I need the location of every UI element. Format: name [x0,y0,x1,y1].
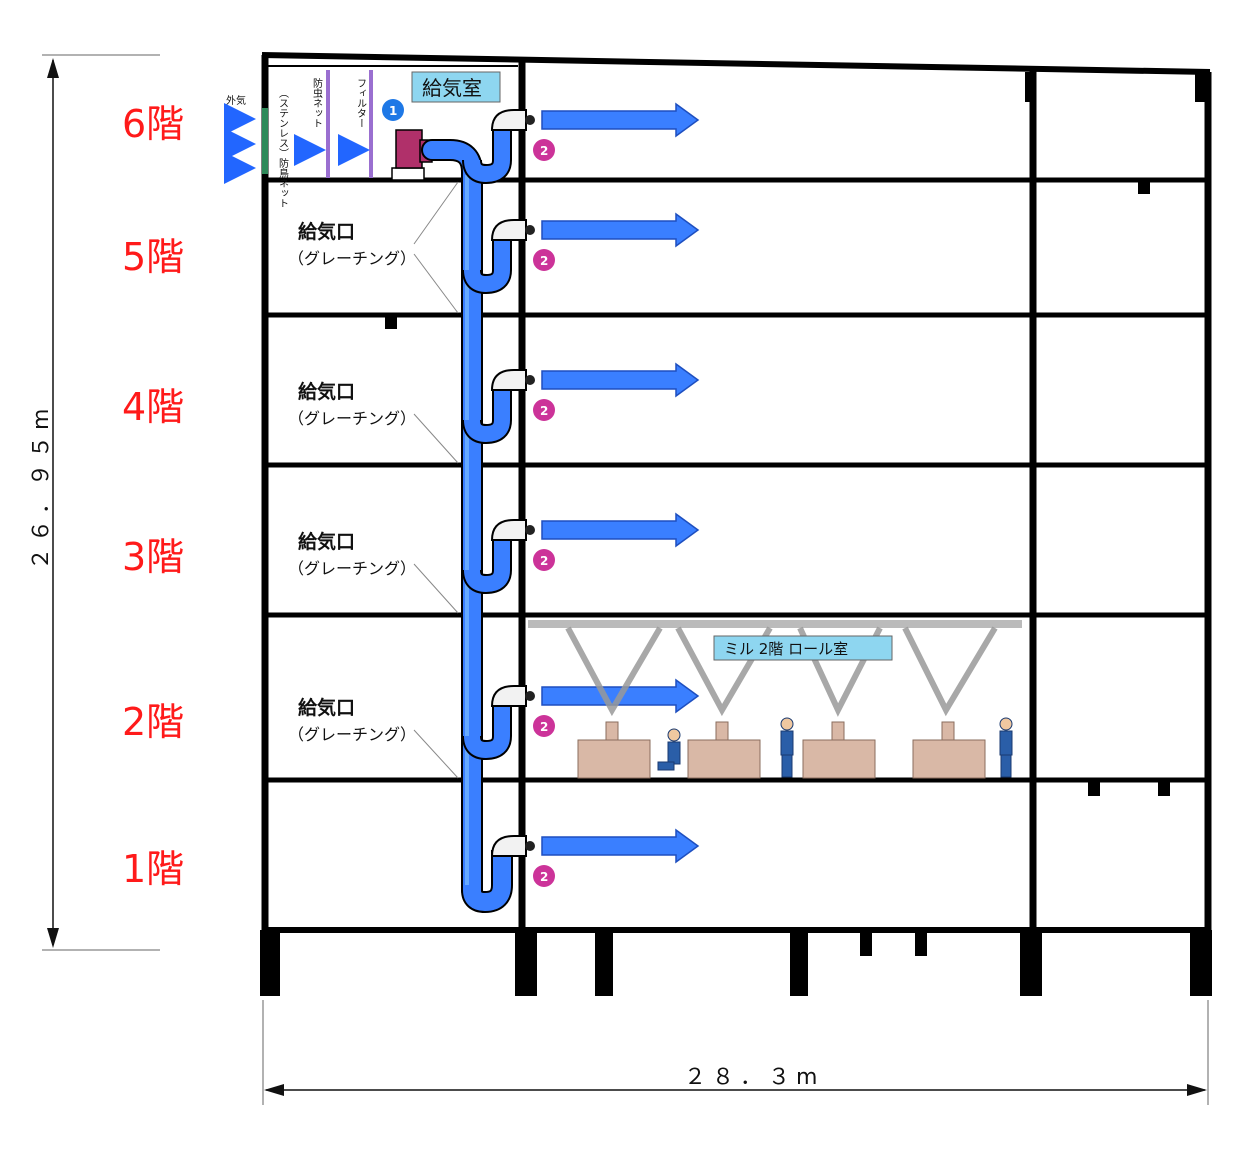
inlet-label-3: 給気口 [298,530,355,553]
inlet-label-1: 給気口 [298,220,355,243]
outlet-badge-number: 2 [540,404,548,418]
airflow-arrow [541,102,700,138]
outlet-badge-number: 2 [540,554,548,568]
inlet-labels: 給気口 （グレーチング） 給気口 （グレーチング） 給気口 （グレーチング） 給気口 （グレー… [288,181,459,779]
roll-room: ミル 2階 ロール室 [528,620,1022,779]
outlet-badge [533,865,555,887]
outlet-badge-number: 2 [540,254,548,268]
inlet-sublabel-1: （グレーチング） [288,249,416,268]
filter-label: フィルター [355,78,367,128]
outlet-grille [490,835,527,857]
outlet-grille [490,369,527,391]
outlet-nozzle [525,115,535,125]
floor-label-4: 4階 [122,385,184,429]
stainless-net-label: （ステンレス）防鳥ネット [277,88,289,208]
branch-duct-fill [464,128,510,183]
outlet-badge-number: 2 [540,870,548,884]
floor-label-1: 1階 [122,847,184,891]
airflow-arrow [541,362,700,398]
roll-room-label: ミル 2階 ロール室 [724,640,848,658]
leader-line-up [413,181,459,245]
branch-duct-fill [464,238,510,293]
leader-line [413,253,459,314]
height-dimension-text: ２６．９５m [29,403,54,570]
supply-duct [421,139,513,914]
airflow-arrow [541,212,700,248]
outlet-badge [533,549,555,571]
branch-duct-fill [464,388,510,443]
foundation-piers [260,72,1212,996]
airflow-arrow [541,828,700,864]
outlet-badge [533,399,555,421]
outlet-grille [490,219,527,241]
outlet-badge [533,249,555,271]
outlet-badge [533,139,555,161]
branch-duct-fill [464,704,510,759]
insect-net-label: 防虫ネット [311,77,323,128]
floor-label-5: 5階 [122,235,184,279]
workers [657,717,1013,778]
fan-badge-number: 1 [389,104,397,118]
outlet-grille [490,109,527,131]
inlet-label-4: 給気口 [298,696,355,719]
floor-label-6: 6階 [122,102,184,146]
leader-line [413,729,459,779]
inlet-sublabel-4: （グレーチング） [288,725,416,744]
fan-badge [382,99,404,121]
outlet-badge [533,715,555,737]
leader-line [413,413,459,464]
outlet-nozzle [525,691,535,701]
branch-duct-fill [464,538,510,593]
outlet-badge-number: 2 [540,720,548,734]
intake-area: 外気 （ステンレス）防鳥ネット 防虫ネット フィルター [224,70,373,208]
building-structure [261,52,1212,995]
inlet-sublabel-2: （グレーチング） [288,409,416,428]
outlet-nozzle [525,841,535,851]
width-dimension-text: ２８．３m [684,1065,823,1090]
inlet-label-2: 給気口 [298,380,355,403]
floor-labels: 6階 5階 4階 3階 2階 1階 [122,102,184,891]
outlet-badge-number: 2 [540,144,548,158]
floor-label-2: 2階 [122,700,184,744]
height-dimension: ２６．９５m [29,54,160,951]
outside-air-label: 外気 [226,94,246,107]
outlets: 2 2 2 2 2 2 [462,102,700,887]
leader-line [413,563,459,614]
outlet-grille [490,519,527,541]
outlet-nozzle [525,225,535,235]
supply-fan: 1 [382,99,433,181]
supply-room-label: 給気室 [422,76,482,100]
outlet-grille [490,685,527,707]
outlet-nozzle [525,375,535,385]
outlet-nozzle [525,525,535,535]
airflow-arrow [541,512,700,548]
inlet-sublabel-3: （グレーチング） [288,559,416,578]
width-dimension: ２８．３m [262,1000,1209,1105]
supply-room-label-box: 給気室 [411,71,501,103]
floor-label-3: 3階 [122,535,184,579]
